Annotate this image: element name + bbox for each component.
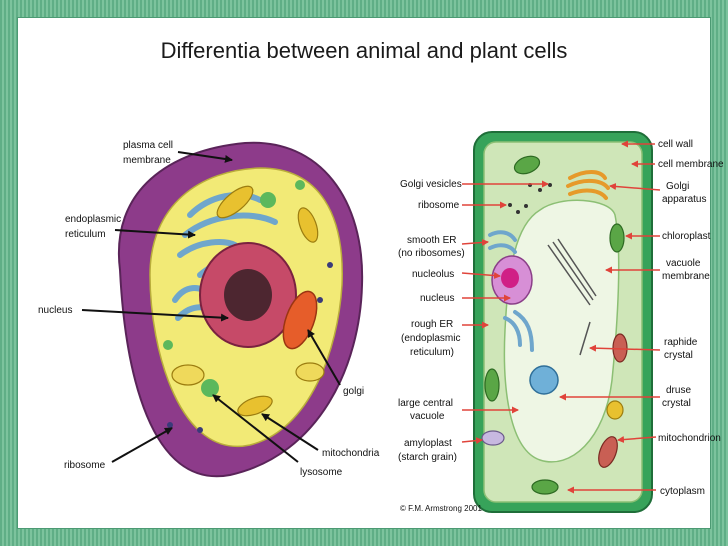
label-smooth-er-2: (no ribosomes) (398, 248, 465, 259)
label-amyloplast-1: amyloplast (404, 438, 452, 449)
label-cell-membrane: cell membrane (658, 159, 724, 170)
arrow-mitochondria (261, 413, 319, 451)
label-mitochondria: mitochondria (322, 448, 380, 459)
label-golgi-apparatus-2: apparatus (662, 194, 706, 205)
label-chloroplast: chloroplast (662, 231, 711, 242)
arrow-mitochondrion (617, 436, 657, 444)
plant-cell (473, 131, 653, 513)
label-vacuole-membrane-2: membrane (662, 271, 710, 282)
label-druse-1: druse (666, 385, 691, 396)
arrow-lysosome (212, 394, 299, 463)
label-raphide-1: raphide (664, 337, 698, 348)
label-plant-nucleus: nucleus (420, 293, 454, 304)
label-er-1: endoplasmic (65, 214, 121, 225)
label-plasma-membrane-2: membrane (123, 155, 171, 166)
animal-cell (117, 141, 364, 478)
label-nucleolus: nucleolus (412, 269, 454, 280)
label-golgi: golgi (343, 386, 364, 397)
label-raphide-2: crystal (664, 350, 693, 361)
label-er-2: reticulum (65, 229, 106, 240)
arrow-nucleolus (461, 272, 501, 280)
label-lysosome: lysosome (300, 467, 343, 478)
label-golgi-vesicles: Golgi vesicles (400, 179, 462, 190)
label-cytoplasm: cytoplasm (660, 486, 705, 497)
label-rough-er-1: rough ER (411, 319, 453, 330)
arrow-raphide (589, 344, 661, 352)
arrow-golgi-apparatus (609, 182, 661, 191)
arrow-plasma-membrane (177, 151, 233, 163)
label-amyloplast-2: (starch grain) (398, 452, 457, 463)
label-vacuole-1: large central (398, 398, 453, 409)
label-rough-er-3: reticulum) (410, 347, 454, 358)
arrow-golgi (307, 329, 341, 386)
label-cell-wall: cell wall (658, 139, 693, 150)
arrow-amyloplast (461, 437, 483, 445)
label-nucleus: nucleus (38, 305, 72, 316)
arrow-er (114, 229, 196, 239)
arrow-smooth-er (461, 238, 489, 246)
label-plasma-membrane-1: plasma cell (123, 140, 173, 151)
label-smooth-er-1: smooth ER (407, 235, 456, 246)
label-vacuole-2: vacuole (410, 411, 445, 422)
label-vacuole-membrane-1: vacuole (666, 258, 701, 269)
label-mitochondrion: mitochondrion (658, 433, 721, 444)
label-rough-er-2: (endoplasmic (401, 333, 460, 344)
arrow-nucleus (81, 309, 229, 322)
credit-text: © F.M. Armstrong 2001 (400, 504, 482, 513)
label-plant-ribosome: ribosome (418, 200, 460, 211)
label-golgi-apparatus-1: Golgi (666, 181, 689, 192)
label-animal-ribosome: ribosome (64, 460, 106, 471)
label-druse-2: crystal (662, 398, 691, 409)
arrow-ribosome (111, 427, 173, 463)
slide-title: Differentia between animal and plant cel… (160, 38, 568, 63)
